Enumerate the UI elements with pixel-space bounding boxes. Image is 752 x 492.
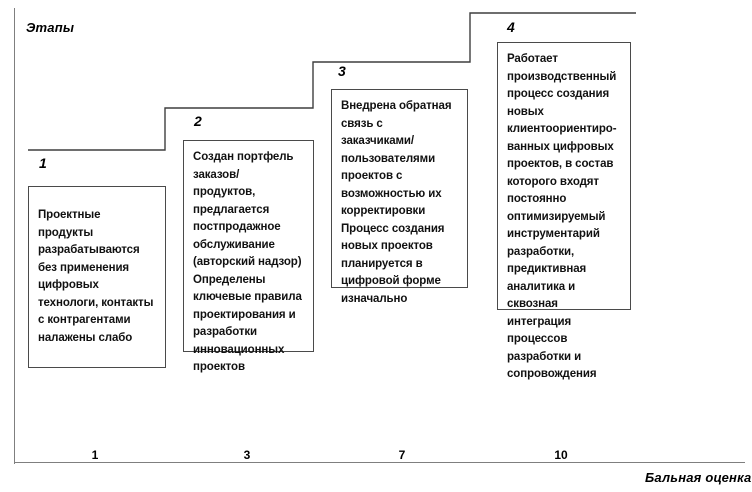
- step-box-3: Внедрена обратная связь с заказчиками/ п…: [331, 89, 468, 305]
- step-number-2: 2: [194, 113, 202, 129]
- step-text-2: Создан портфель заказов/ продуктов, пред…: [193, 151, 302, 373]
- x-axis-line: [14, 462, 745, 463]
- y-axis-title: Этапы: [26, 20, 75, 35]
- step-box-4: Работает производственный процесс создан…: [497, 42, 631, 380]
- step-text-4: Работает производственный процесс создан…: [507, 53, 617, 380]
- step-number-4: 4: [507, 19, 515, 35]
- x-tick-label-3: 7: [398, 448, 406, 462]
- step-box-1: Проектные продукты разрабатываются без п…: [28, 186, 166, 368]
- x-axis-title: Бальная оценка: [645, 470, 752, 485]
- x-tick-label-4: 10: [554, 448, 568, 462]
- step-box-2: Создан портфель заказов/ продуктов, пред…: [183, 140, 314, 373]
- step-text-3: Внедрена обратная связь с заказчиками/ п…: [341, 100, 452, 305]
- x-tick-label-2: 3: [243, 448, 251, 462]
- y-axis-line: [14, 8, 15, 464]
- step-text-1: Проектные продукты разрабатываются без п…: [38, 209, 154, 344]
- x-tick-label-1: 1: [91, 448, 99, 462]
- step-number-3: 3: [338, 63, 346, 79]
- step-number-1: 1: [39, 155, 47, 171]
